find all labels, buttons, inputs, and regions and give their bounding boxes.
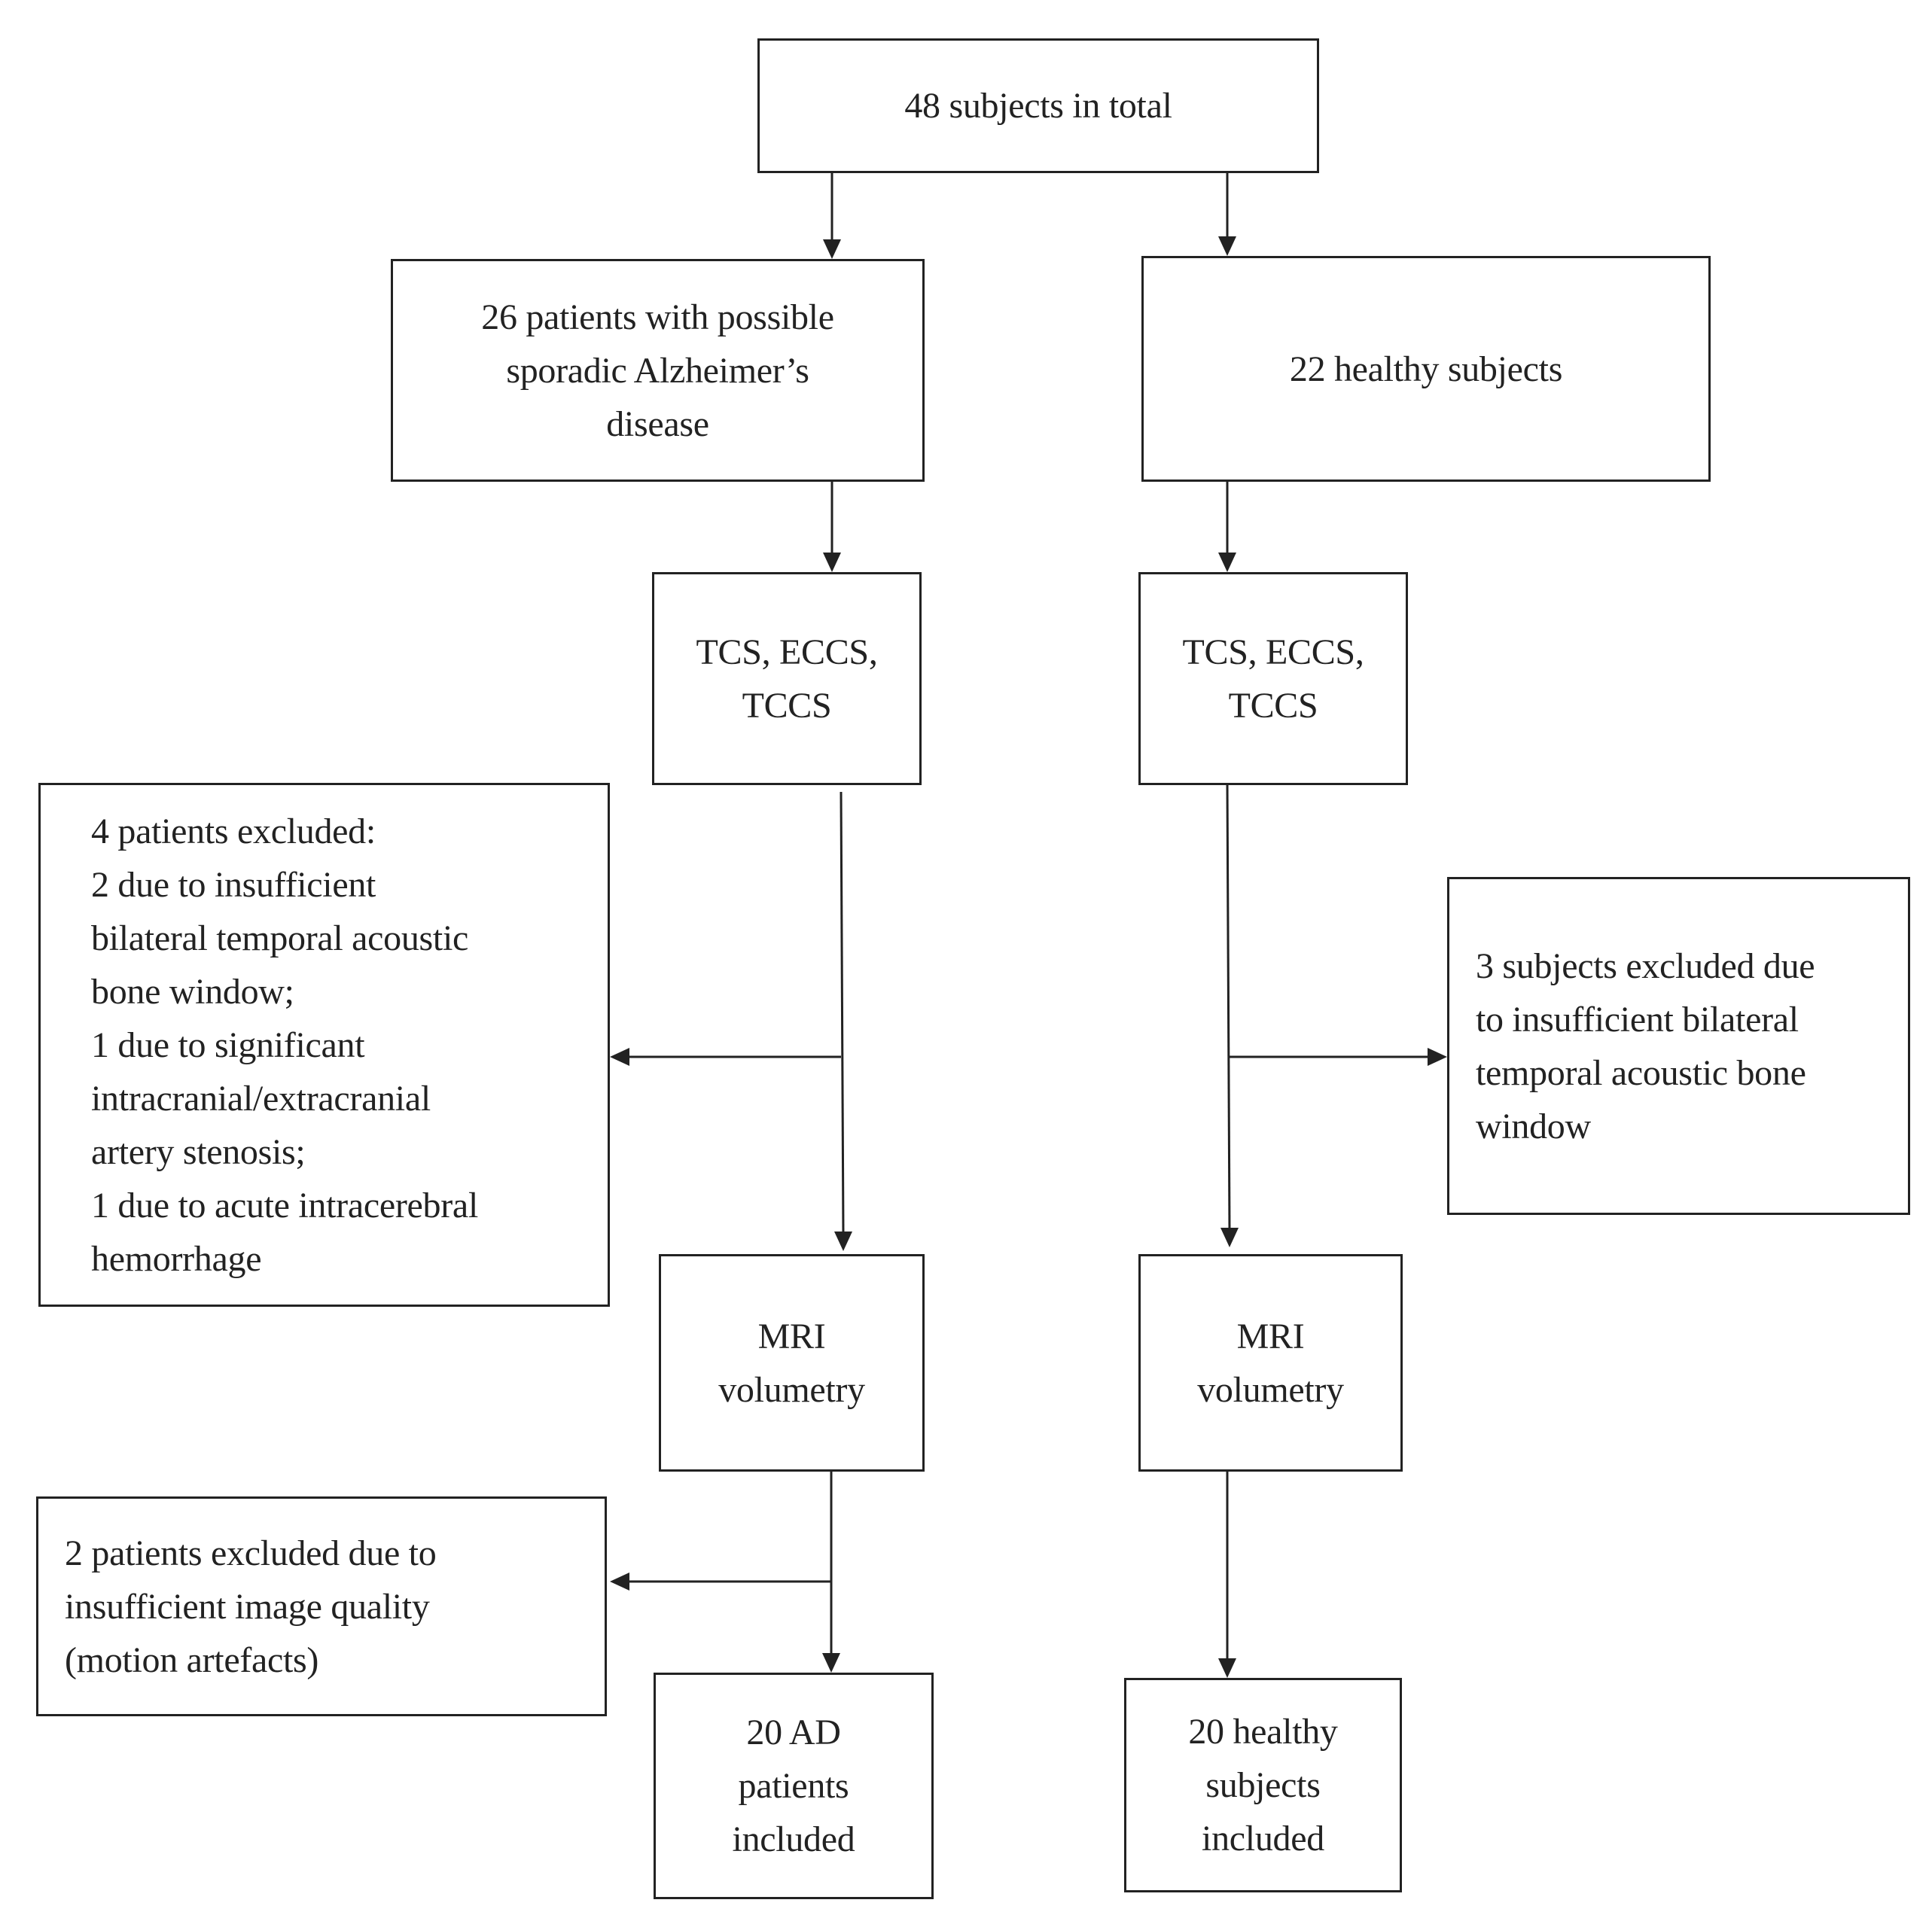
- arrowhead: [823, 239, 841, 259]
- node-ad-exclusion-1: 4 patients excluded: 2 due to insufficie…: [38, 783, 610, 1307]
- node-healthy-ultrasound: TCS, ECCS, TCCS: [1138, 572, 1408, 785]
- arrowhead: [610, 1572, 629, 1591]
- node-ad-patients-text: 26 patients with possible sporadic Alzhe…: [481, 297, 834, 444]
- node-total: 48 subjects in total: [757, 38, 1319, 173]
- arrowhead: [1218, 553, 1236, 572]
- arrowhead: [1220, 1228, 1239, 1247]
- node-ad-mri: MRI volumetry: [659, 1254, 925, 1472]
- node-healthy-mri-text: MRI volumetry: [1197, 1316, 1344, 1410]
- node-ad-exclusion-2-text: 2 patients excluded due to insufficient …: [65, 1533, 437, 1680]
- node-healthy-text: 22 healthy subjects: [1289, 349, 1563, 389]
- node-ad-ultrasound: TCS, ECCS, TCCS: [652, 572, 922, 785]
- arrowhead: [834, 1232, 852, 1251]
- node-healthy-exclusion: 3 subjects excluded due to insufficient …: [1447, 877, 1910, 1215]
- node-healthy-mri: MRI volumetry: [1138, 1254, 1403, 1472]
- arrowhead: [823, 553, 841, 572]
- node-healthy-included: 20 healthy subjects included: [1124, 1678, 1402, 1892]
- arrowhead: [1218, 236, 1236, 256]
- node-healthy-ultrasound-text: TCS, ECCS, TCCS: [1182, 632, 1364, 726]
- arrowhead: [1218, 1658, 1236, 1678]
- node-ad-mri-text: MRI volumetry: [718, 1316, 865, 1410]
- node-healthy-included-text: 20 healthy subjects included: [1188, 1712, 1338, 1859]
- arrowhead: [610, 1048, 629, 1066]
- node-ad-patients: 26 patients with possible sporadic Alzhe…: [391, 259, 925, 482]
- node-ad-ultrasound-text: TCS, ECCS, TCCS: [696, 632, 878, 726]
- node-healthy: 22 healthy subjects: [1141, 256, 1711, 482]
- arrowhead: [822, 1653, 840, 1673]
- node-healthy-exclusion-text: 3 subjects excluded due to insufficient …: [1476, 945, 1815, 1146]
- node-ad-exclusion-1-text: 4 patients excluded: 2 due to insufficie…: [91, 811, 478, 1279]
- node-total-text: 48 subjects in total: [904, 86, 1172, 126]
- arrowhead: [1428, 1048, 1447, 1066]
- arrow-healthy-ultrasound-to-mri: [1226, 782, 1231, 1232]
- arrow-ad-ultrasound-to-mri: [840, 791, 845, 1235]
- node-ad-exclusion-2: 2 patients excluded due to insufficient …: [36, 1496, 607, 1716]
- node-ad-included-text: 20 AD patients included: [732, 1713, 855, 1859]
- node-ad-included: 20 AD patients included: [654, 1673, 934, 1899]
